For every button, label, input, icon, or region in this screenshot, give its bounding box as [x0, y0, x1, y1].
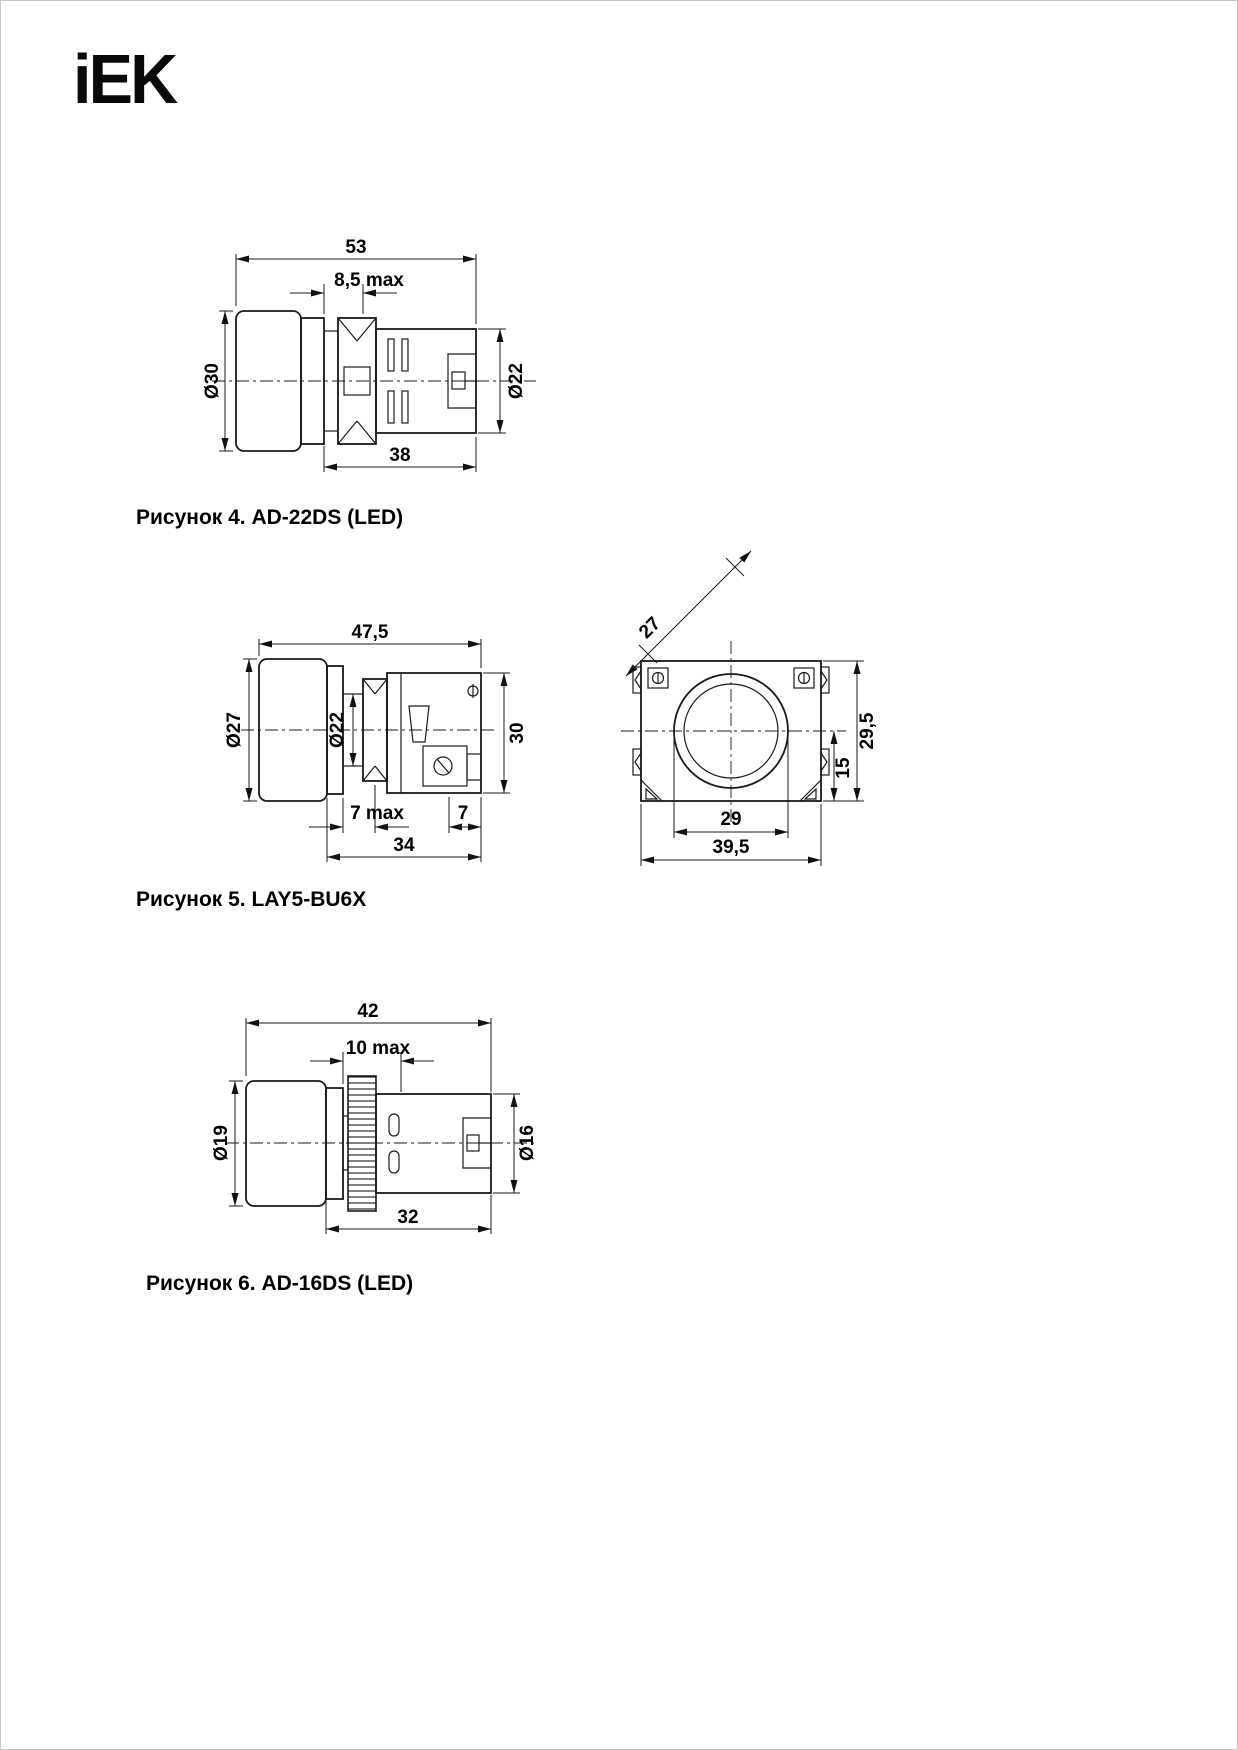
dim-panel-thickness: 8,5 max: [334, 270, 404, 291]
figure5-caption: Рисунок 5. LAY5-BU6X: [136, 888, 367, 911]
figure4-caption: Рисунок 4. AD-22DS (LED): [136, 506, 404, 529]
figure4-drawing: 53 8,5 max Ø30 Ø22 38: [202, 237, 536, 472]
dim-side-lens-diameter: Ø27: [224, 712, 245, 748]
dim-side-thread-diameter: Ø22: [327, 712, 348, 748]
dim-side-body-length: 34: [393, 835, 415, 856]
dim-front-center-to-bottom: 15: [833, 757, 854, 779]
fig5-terminal-screw: [433, 756, 453, 776]
fig5-part-side-view: [241, 658, 496, 802]
dim-total-width: 53: [345, 237, 366, 258]
fig6-flange: [325, 1087, 344, 1200]
fig6-body: [375, 1093, 492, 1194]
fig4-part-side-view: [212, 310, 536, 452]
fig6-knurled-nut: [347, 1075, 377, 1212]
figure6-drawing: 42 10 max Ø19 Ø16 32: [211, 1001, 538, 1234]
dim-front-total-width: 39,5: [713, 837, 750, 858]
fig4-dimensions: 53 8,5 max Ø30 Ø22 38: [202, 237, 527, 472]
fig5-side-dimensions: 47,5 Ø27 Ø22 30 7 max 7 34: [224, 622, 528, 862]
dim-side-body-height: 30: [507, 722, 528, 743]
dim-panel-thickness: 10 max: [346, 1038, 411, 1059]
fig5-front-dimensions: 27 29,5 15 29 39,5: [625, 550, 878, 866]
dim-front-hole-width: 29: [720, 809, 741, 830]
dim-body-diameter: Ø22: [506, 363, 527, 399]
fig6-dimensions: 42 10 max Ø19 Ø16 32: [211, 1001, 538, 1234]
dim-body-length: 38: [389, 445, 410, 466]
fig4-terminal: [451, 371, 466, 390]
figure5-drawing: 47,5 Ø27 Ø22 30 7 max 7 34: [224, 550, 878, 866]
dim-lens-diameter: Ø30: [202, 363, 223, 399]
fig5-contact-block: [422, 745, 468, 787]
dim-lens-diameter: Ø19: [211, 1125, 232, 1161]
dim-body-diameter: Ø16: [517, 1125, 538, 1161]
fig5-front-button-inner: [683, 683, 779, 779]
iek-logo: iEK: [73, 40, 178, 118]
dim-body-length: 32: [397, 1207, 418, 1228]
dim-side-total-width: 47,5: [352, 622, 389, 643]
fig6-lens: [245, 1080, 327, 1207]
dim-total-width: 42: [357, 1001, 378, 1022]
dim-front-corner-size: 27: [635, 613, 665, 643]
fig5-part-front-view: [621, 641, 846, 822]
fig6-part-side-view: [226, 1075, 536, 1212]
fig5-body: [386, 672, 482, 794]
dim-side-tab-length: 7: [458, 803, 469, 824]
dim-side-panel-thickness: 7 max: [350, 803, 404, 824]
fig4-body: [375, 328, 477, 434]
figure6-caption: Рисунок 6. AD-16DS (LED): [146, 1272, 414, 1295]
fig5-latch: [408, 705, 430, 743]
dim-front-total-height: 29,5: [857, 712, 878, 749]
